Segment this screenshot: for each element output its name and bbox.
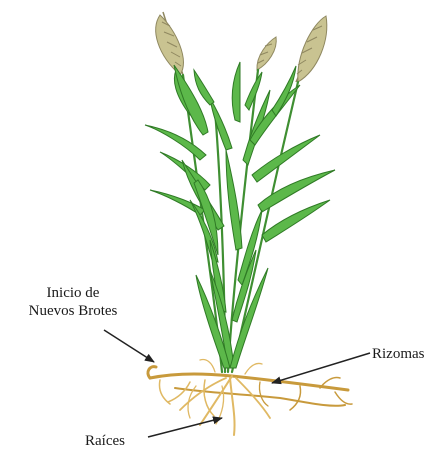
label-inicio-line1: Inicio de: [8, 284, 138, 302]
label-inicio-line2: Nuevos Brotes: [8, 302, 138, 320]
arrow-inicio: [104, 330, 154, 362]
label-rizomas: Rizomas: [372, 345, 425, 363]
roots: [148, 360, 352, 436]
seed-head-middle: [257, 37, 276, 70]
seed-heads: [156, 12, 327, 82]
leaves: [145, 62, 335, 368]
arrow-raices: [148, 418, 222, 437]
seed-head-left: [156, 12, 184, 75]
label-raices: Raíces: [85, 432, 125, 450]
label-inicio-nuevos-brotes: Inicio de Nuevos Brotes: [8, 284, 138, 320]
arrow-rizomas: [272, 353, 370, 383]
seed-head-right: [296, 16, 327, 82]
